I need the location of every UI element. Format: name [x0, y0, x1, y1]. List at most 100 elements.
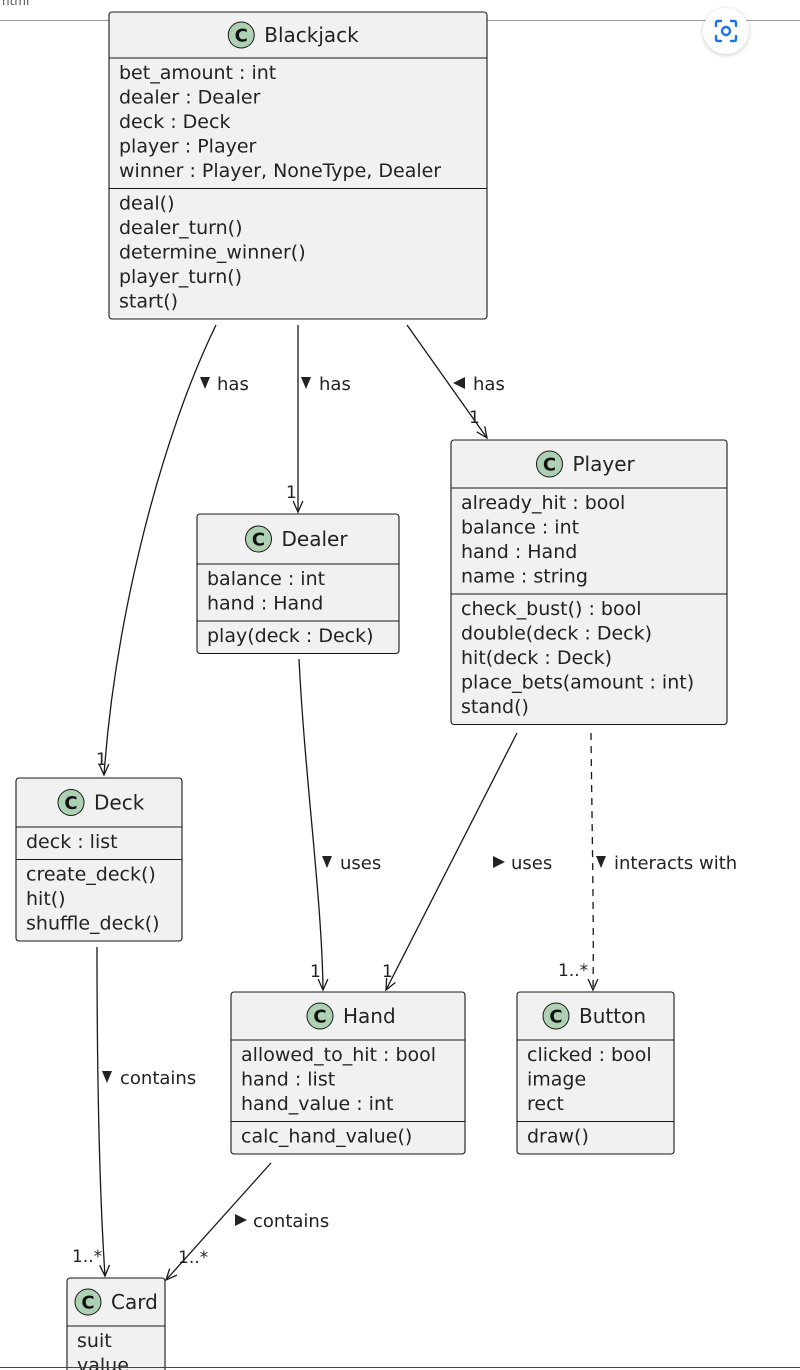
- class-method: determine_winner(): [119, 242, 306, 264]
- class-method: dealer_turn(): [119, 217, 243, 239]
- direction-arrow-icon: [596, 856, 606, 868]
- relation-hand-card: contains 1..*: [164, 1162, 329, 1282]
- class-method: calc_hand_value(): [241, 1126, 412, 1148]
- svg-text:C: C: [235, 26, 248, 47]
- arrowhead: [292, 500, 304, 514]
- direction-arrow-icon: [102, 1071, 112, 1083]
- class-attribute: hand : list: [241, 1069, 335, 1091]
- class-box: [516, 991, 675, 1155]
- multiplicity-label: 1..*: [558, 961, 588, 981]
- multiplicity-label: 1: [382, 962, 393, 982]
- arrowhead: [476, 426, 488, 440]
- svg-text:C: C: [64, 793, 77, 814]
- class-attribute: hand : Hand: [461, 541, 577, 563]
- relation-label: uses: [511, 853, 552, 874]
- class-badge-icon: C: [306, 1002, 334, 1030]
- direction-arrow-icon: [322, 856, 332, 868]
- class-attribute: winner : Player, NoneType, Dealer: [119, 160, 441, 182]
- class-method: create_deck(): [26, 864, 156, 886]
- arrowhead: [164, 1268, 178, 1282]
- class-attribute: bet_amount : int: [119, 62, 276, 84]
- svg-text:C: C: [81, 1293, 94, 1314]
- class-attribute: suit: [77, 1330, 112, 1352]
- class-method: check_bust() : bool: [461, 598, 641, 620]
- class-blackjack: C Blackjack bet_amount : int dealer : Deale…: [108, 11, 488, 320]
- relation-deck-card: contains 1..*: [72, 946, 196, 1278]
- relation-label: has: [217, 374, 249, 395]
- class-method: hit(deck : Deck): [461, 647, 612, 669]
- class-method: double(deck : Deck): [461, 623, 652, 645]
- svg-text:C: C: [549, 1007, 562, 1028]
- relation-label: uses: [340, 853, 381, 874]
- lens-button[interactable]: [703, 8, 749, 54]
- class-box: [196, 513, 400, 655]
- class-attribute: value: [77, 1355, 129, 1370]
- class-badge-icon: C: [227, 21, 255, 49]
- class-attribute: image: [527, 1069, 586, 1091]
- class-name: Player: [573, 452, 636, 476]
- relation-bj-deck: has 1: [96, 324, 249, 777]
- multiplicity-label: 1..*: [178, 1248, 208, 1268]
- relation-line: [165, 1162, 272, 1281]
- class-attribute: clicked : bool: [527, 1044, 652, 1066]
- multiplicity-label: 1: [310, 962, 321, 982]
- relation-bj-player: has 1: [406, 324, 505, 440]
- class-method: deal(): [119, 193, 175, 215]
- relation-label: contains: [120, 1068, 196, 1089]
- direction-arrow-icon: [200, 377, 210, 389]
- class-attribute: name : string: [461, 566, 588, 588]
- class-badge-icon: C: [74, 1288, 102, 1316]
- relation-label: contains: [253, 1211, 329, 1232]
- class-box: [450, 439, 728, 726]
- class-card: C Card suit value: [66, 1277, 166, 1370]
- class-attribute: deck : list: [26, 831, 118, 853]
- class-name: Card: [111, 1290, 158, 1314]
- class-name: Deck: [94, 791, 145, 815]
- class-attribute: already_hit : bool: [461, 492, 625, 514]
- svg-text:C: C: [543, 455, 556, 476]
- class-attribute: rect: [527, 1093, 564, 1115]
- multiplicity-label: 1: [469, 408, 480, 428]
- class-name: Hand: [343, 1004, 396, 1028]
- relation-label: interacts with: [614, 853, 737, 874]
- relation-player-button: interacts with 1..*: [558, 732, 737, 992]
- relation-player-hand: uses 1: [382, 732, 552, 992]
- class-name: Dealer: [282, 527, 349, 551]
- arrowhead: [99, 1264, 111, 1278]
- multiplicity-label: 1: [96, 750, 107, 770]
- class-attribute: dealer : Dealer: [119, 87, 261, 109]
- arrowhead: [587, 978, 599, 992]
- class-player: C Player already_hit : bool balance : intha…: [450, 439, 728, 726]
- multiplicity-label: 1..*: [72, 1247, 102, 1267]
- class-method: draw(): [527, 1126, 589, 1148]
- class-attribute: allowed_to_hit : bool: [241, 1044, 436, 1066]
- relation-line: [590, 732, 594, 991]
- tab-title: html: [2, 0, 30, 8]
- class-method: place_bets(amount : int): [461, 672, 694, 694]
- class-attribute: hand : Hand: [207, 593, 323, 615]
- relation-line: [96, 946, 106, 1277]
- class-box: [230, 991, 466, 1155]
- class-method: shuffle_deck(): [26, 913, 160, 935]
- relation-label: has: [319, 374, 351, 395]
- relation-label: has: [473, 374, 505, 395]
- class-name: Blackjack: [264, 23, 359, 47]
- class-method: stand(): [461, 696, 529, 718]
- class-name: Button: [579, 1004, 646, 1028]
- class-method: player_turn(): [119, 266, 242, 288]
- direction-arrow-icon: [301, 377, 311, 389]
- class-badge-icon: C: [57, 789, 85, 816]
- arrowhead: [317, 978, 329, 992]
- lens-icon: [714, 19, 738, 43]
- class-badge-icon: C: [536, 450, 563, 478]
- class-badge-icon: C: [245, 525, 272, 553]
- page-bottom-border: [0, 1367, 800, 1368]
- direction-arrow-icon: [453, 377, 465, 389]
- direction-arrow-icon: [493, 856, 505, 868]
- class-attribute: balance : int: [461, 517, 579, 539]
- class-method: play(deck : Deck): [207, 625, 374, 647]
